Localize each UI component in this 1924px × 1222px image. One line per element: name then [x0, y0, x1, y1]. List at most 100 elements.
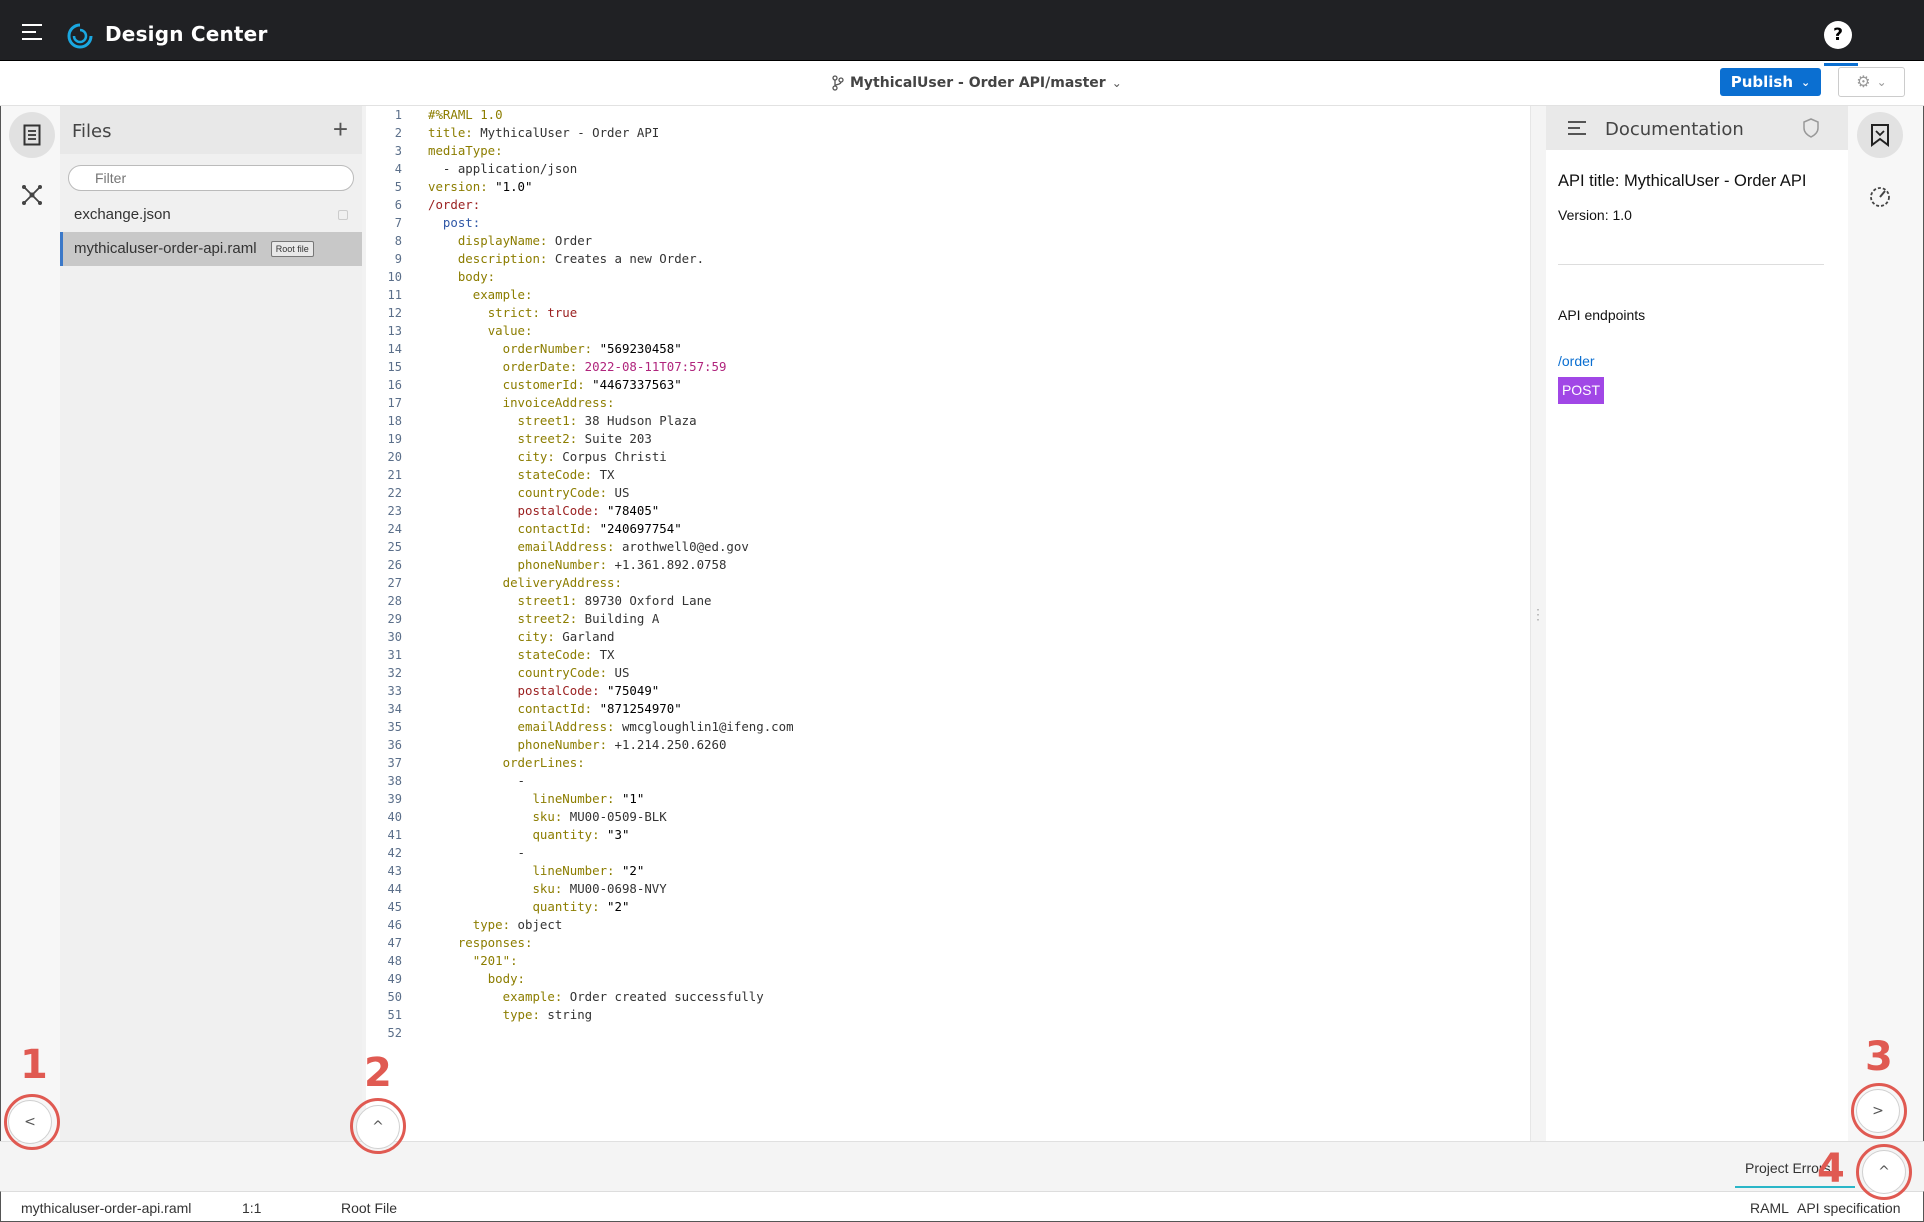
line-number: 51 [387, 1008, 402, 1022]
documentation-view-button[interactable] [1857, 112, 1903, 158]
tab-project-errors[interactable]: Project Errors [1745, 1160, 1831, 1176]
menu-icon[interactable] [22, 24, 42, 40]
document-icon [23, 124, 41, 146]
code-text: body: [457, 269, 496, 284]
code-text: "201": [472, 953, 518, 968]
code-text: sku: MU00-0698-NVY [532, 881, 667, 896]
help-button[interactable]: ? [1824, 21, 1852, 49]
line-number: 6 [394, 198, 402, 212]
line-number: 27 [387, 576, 402, 590]
files-title: Files [72, 121, 112, 142]
code-text: description: Creates a new Order. [457, 251, 705, 266]
line-number: 20 [387, 450, 402, 464]
documentation-title: Documentation [1605, 119, 1744, 140]
line-number: 25 [387, 540, 402, 554]
code-text: mediaType: [428, 143, 503, 158]
line-number: 8 [394, 234, 402, 248]
code-text: stateCode: TX [517, 647, 615, 662]
code-text: version: "1.0" [428, 179, 533, 194]
file-item-exchange-json[interactable]: exchange.json [60, 198, 362, 232]
code-text: emailAddress: arothwell0@ed.gov [517, 539, 749, 554]
line-number: 40 [387, 810, 402, 824]
branch-name: MythicalUser - Order API/master [850, 75, 1106, 91]
code-text: strict: true [487, 305, 578, 320]
gear-icon: ⚙ [1856, 74, 1871, 91]
api-version: Version: 1.0 [1558, 207, 1632, 223]
mocking-service-button[interactable] [1857, 174, 1903, 220]
line-number: 9 [394, 252, 402, 266]
list-icon[interactable] [1568, 121, 1586, 135]
post-method-badge[interactable]: POST [1558, 377, 1604, 404]
line-number: 31 [387, 648, 402, 662]
line-number: 18 [387, 414, 402, 428]
tab-indicator [1824, 63, 1858, 66]
code-text: quantity: "3" [532, 827, 630, 842]
code-text: orderDate: 2022-08-11T07:57:59 [502, 359, 727, 374]
code-text: title: MythicalUser - Order API [428, 125, 660, 140]
code-text: city: Garland [517, 629, 615, 644]
endpoint-link-order[interactable]: /order [1558, 353, 1595, 369]
documentation-header: Documentation [1546, 106, 1848, 150]
annotation-number-2: 2 [364, 1050, 392, 1096]
line-number: 44 [387, 882, 402, 896]
annotation-circle-1 [4, 1094, 60, 1150]
line-number: 48 [387, 954, 402, 968]
code-text: post: [442, 215, 481, 230]
code-text: responses: [457, 935, 533, 950]
drag-handle-icon[interactable]: ⋮ [1531, 606, 1545, 622]
line-number: 21 [387, 468, 402, 482]
line-number: 46 [387, 918, 402, 932]
line-number: 49 [387, 972, 402, 986]
line-number: 22 [387, 486, 402, 500]
status-file-name: mythicaluser-order-api.raml [21, 1200, 192, 1216]
design-center-logo-icon [67, 23, 93, 49]
code-text: example: [472, 287, 533, 302]
settings-button[interactable]: ⚙ ⌄ [1838, 67, 1905, 97]
publish-button[interactable]: Publish ⌄ [1720, 68, 1821, 96]
code-text: quantity: "2" [532, 899, 630, 914]
line-number: 2 [394, 126, 402, 140]
status-bar: mythicaluser-order-api.raml 1:1 Root Fil… [0, 1191, 1924, 1222]
line-number: 34 [387, 702, 402, 716]
filter-input[interactable] [68, 165, 354, 191]
branch-selector[interactable]: MythicalUser - Order API/master ⌄ [832, 75, 1122, 91]
root-file-badge: Root file [270, 241, 314, 258]
publish-label: Publish [1730, 73, 1794, 91]
code-text: #%RAML 1.0 [428, 107, 503, 122]
code-text: - [517, 773, 525, 788]
file-name: mythicaluser-order-api.raml [74, 240, 257, 257]
code-text: sku: MU00-0509-BLK [532, 809, 667, 824]
documentation-panel: Documentation API title: MythicalUser - … [1546, 106, 1848, 1141]
shield-icon[interactable] [1802, 118, 1820, 138]
code-text: street1: 38 Hudson Plaza [517, 413, 697, 428]
line-number: 42 [387, 846, 402, 860]
line-number: 24 [387, 522, 402, 536]
files-view-button[interactable] [9, 112, 55, 158]
graph-view-button[interactable] [9, 172, 55, 218]
chevron-down-icon: ⌄ [1111, 76, 1122, 90]
annotation-circle-4 [1856, 1144, 1912, 1200]
editor-splitter[interactable] [362, 106, 366, 1141]
code-text: stateCode: TX [517, 467, 615, 482]
line-number: 14 [387, 342, 402, 356]
code-text: example: Order created successfully [502, 989, 764, 1004]
network-icon [22, 185, 42, 205]
doc-splitter[interactable]: ⋮ [1530, 106, 1546, 1141]
code-text: - application/json [442, 161, 578, 176]
code-text: displayName: Order [457, 233, 593, 248]
line-number: 19 [387, 432, 402, 446]
code-text: lineNumber: "1" [532, 791, 645, 806]
code-text: value: [487, 323, 533, 338]
file-name: exchange.json [74, 206, 171, 223]
line-number: 39 [387, 792, 402, 806]
file-item-order-api-raml[interactable]: mythicaluser-order-api.raml Root file [60, 232, 362, 266]
lock-icon [338, 210, 348, 220]
line-number: 3 [394, 144, 402, 158]
line-number: 52 [387, 1026, 402, 1040]
code-text: street2: Suite 203 [517, 431, 652, 446]
line-number: 15 [387, 360, 402, 374]
code-text: contactId: "240697754" [517, 521, 682, 536]
add-file-icon[interactable]: + [332, 114, 348, 144]
gauge-icon [1870, 187, 1890, 207]
